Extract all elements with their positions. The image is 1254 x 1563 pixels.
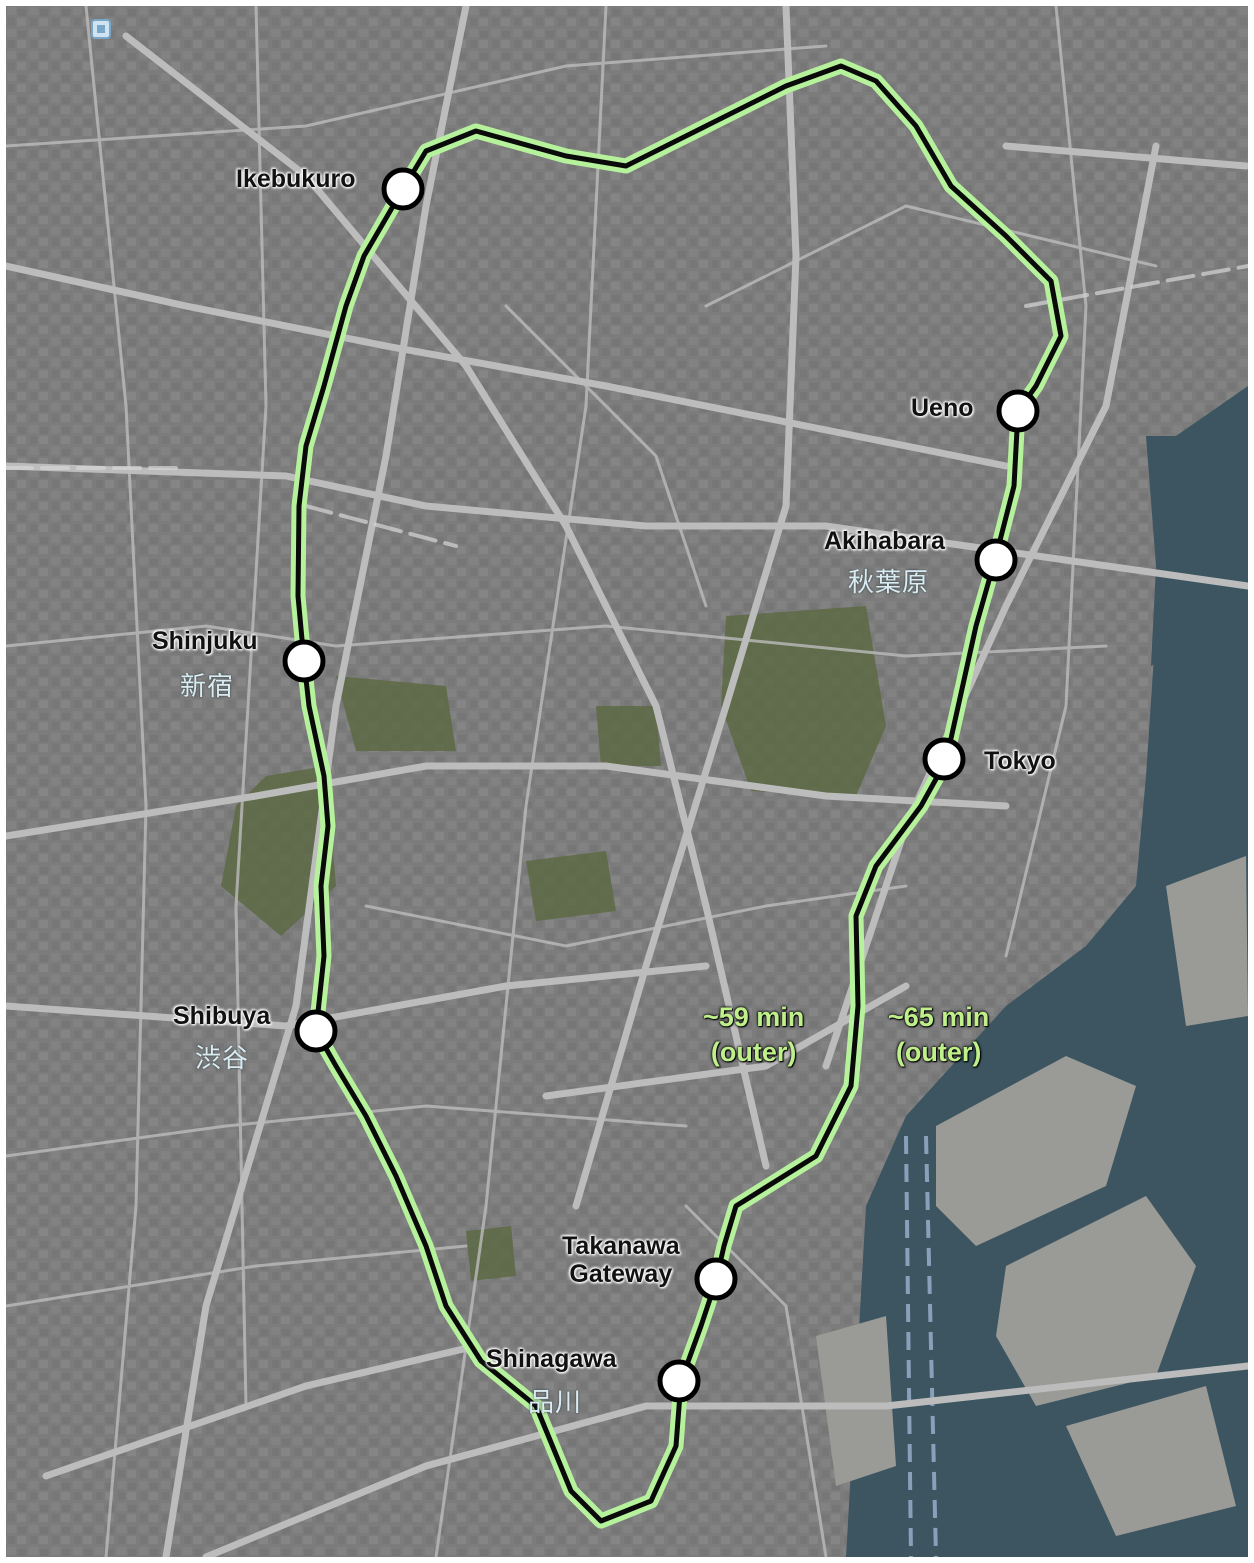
station-label-ikebukuro: Ikebukuro [236,165,356,193]
station-label-takanawa: Takanawa Gateway [562,1232,680,1288]
station-label-ueno: Ueno [911,394,974,422]
station-label-shibuya: Shibuya [173,1002,271,1030]
travel-time-b-direction: (outer) [895,1037,982,1068]
travel-time-a-direction: (outer) [710,1037,797,1068]
satellite-map[interactable] [6,6,1248,1557]
station-marker-shinagawa[interactable] [657,1359,701,1403]
channels [904,1135,938,1557]
station-label-takanawa-line1: Takanawa [562,1232,680,1260]
station-marker-ueno[interactable] [996,389,1040,433]
station-jp-akihabara: 秋葉原 [848,568,930,598]
station-label-tokyo: Tokyo [984,747,1056,775]
travel-time-a-value: ~59 min [703,1002,805,1032]
station-marker-akihabara[interactable] [974,538,1018,582]
station-jp-shibuya: 渋谷 [195,1044,250,1074]
travel-time-b-value: ~65 min [888,1002,990,1032]
station-label-shinjuku: Shinjuku [152,627,258,655]
station-marker-ikebukuro[interactable] [381,167,425,211]
station-jp-shinagawa: 品川 [528,1388,583,1418]
travel-time-a: ~59 min (outer) [703,1000,804,1070]
station-marker-shibuya[interactable] [294,1009,338,1053]
travel-time-b: ~65 min (outer) [888,1000,989,1070]
map-pin-icon[interactable] [91,19,111,39]
station-marker-takanawa[interactable] [694,1257,738,1301]
station-label-shinagawa: Shinagawa [486,1345,617,1373]
islands [816,856,1248,1536]
station-marker-shinjuku[interactable] [282,639,326,683]
station-marker-tokyo[interactable] [922,737,966,781]
station-label-takanawa-line2: Gateway [569,1259,673,1288]
station-label-akihabara: Akihabara [824,527,945,555]
station-jp-shinjuku: 新宿 [180,672,235,702]
roads [6,6,1248,1557]
station-markers [282,167,1040,1403]
